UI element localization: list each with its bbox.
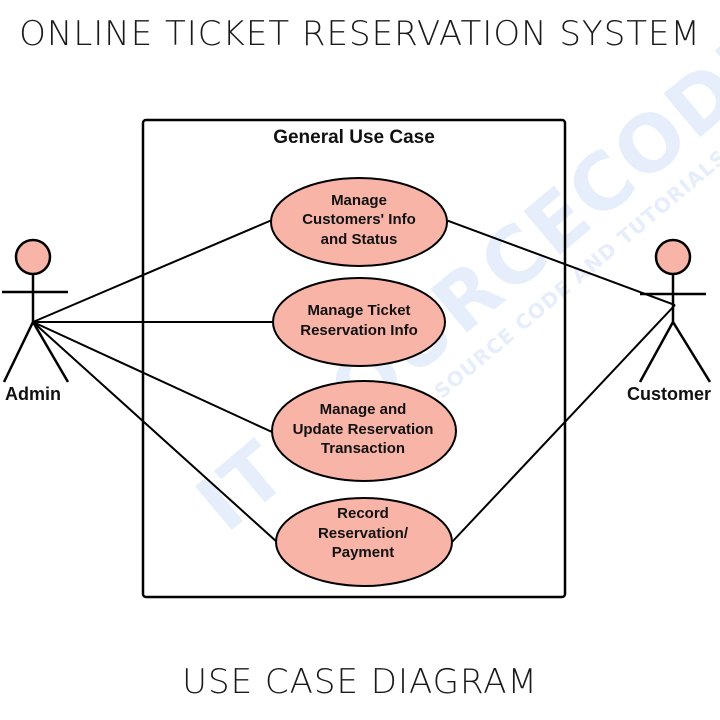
use-case-uc3[interactable]: Manage and Update Reservation Transactio…: [271, 380, 457, 482]
actor-head: [14, 238, 52, 276]
use-case-label-line: and Status: [321, 231, 398, 248]
use-case-uc4[interactable]: Record Reservation/ Payment: [275, 497, 453, 587]
actor-admin[interactable]: Admin: [2, 238, 70, 404]
association-line-customer-uc4: [451, 304, 676, 543]
actor-left-leg: [2, 321, 35, 383]
diagram-footer: USE CASE DIAGRAM: [182, 662, 538, 702]
use-case-label-line: Manage: [331, 192, 387, 209]
use-case-label-line: Manage and: [320, 401, 407, 418]
actor-label: Admin: [5, 384, 61, 404]
diagram-title: ONLINE TICKET RESERVATION SYSTEM: [19, 14, 701, 54]
actor-right-leg: [671, 321, 712, 383]
use-case-label-line: Update Reservation: [293, 421, 434, 438]
actor-customer[interactable]: Customer: [627, 238, 712, 404]
use-case-label-line: Payment: [332, 544, 395, 561]
watermark-logo: IT SOURCECODE WITH SOURCE CODE AND TUTOR…: [181, 9, 720, 549]
actor-label: Customer: [627, 384, 711, 404]
system-boundary-label: General Use Case: [273, 127, 435, 148]
actor-right-leg: [31, 321, 70, 383]
use-case-label-line: Transaction: [321, 440, 405, 457]
association-line-admin-uc1: [32, 219, 273, 323]
use-case-uc1[interactable]: Manage Customers' Info and Status: [270, 177, 448, 267]
association-lines: [32, 219, 676, 543]
use-case-label-line: Reservation Info: [300, 322, 418, 339]
association-line-admin-uc3: [32, 321, 273, 433]
association-line-customer-uc1: [445, 219, 676, 306]
actor-left-leg: [638, 321, 675, 383]
association-line-admin-uc4: [32, 321, 278, 543]
use-case-label-line: Customers' Info: [302, 211, 416, 228]
watermark-logo-text: IT SOURCECODE: [181, 9, 720, 549]
use-case-label-line: Manage Ticket: [307, 302, 410, 319]
system-boundary: [141, 118, 567, 599]
use-case-uc2[interactable]: Manage Ticket Reservation Info: [272, 277, 446, 367]
actor-head: [654, 238, 692, 276]
use-case-label-line: Reservation/: [318, 525, 409, 542]
use-case-label-line: Record: [337, 505, 389, 522]
